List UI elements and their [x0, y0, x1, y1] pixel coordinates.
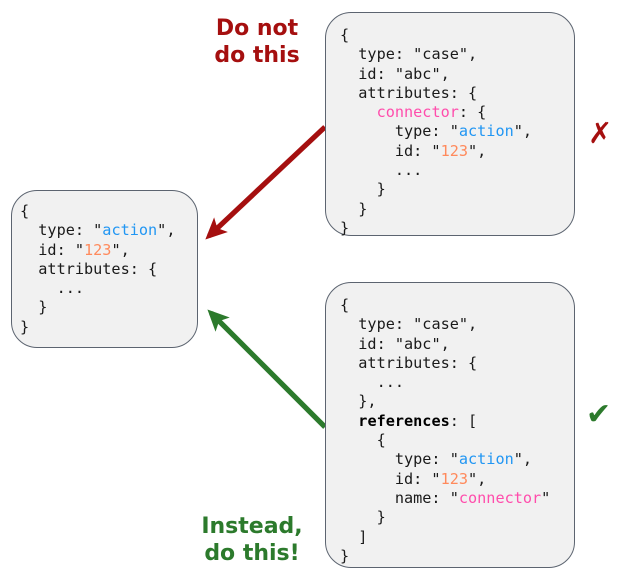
- referenced-object-card: { type: "action", id: "123", attributes:…: [11, 190, 198, 348]
- bad-example-code: { type: "case", id: "abc", attributes: {…: [340, 26, 533, 237]
- good-example-code: { type: "case", id: "abc", attributes: {…: [340, 296, 551, 565]
- check-mark-icon: ✔: [586, 397, 612, 432]
- bad-reference-arrow: [205, 125, 327, 240]
- instead-do-this-label: Instead, do this!: [201, 514, 303, 566]
- good-reference-arrow: [207, 309, 327, 429]
- cross-mark-icon: ✗: [588, 116, 613, 150]
- bad-example-card: { type: "case", id: "abc", attributes: {…: [325, 12, 575, 237]
- do-not-do-this-label: Do not do this: [214, 16, 300, 68]
- good-example-card: { type: "case", id: "abc", attributes: {…: [325, 282, 575, 568]
- referenced-object-code: { type: "action", id: "123", attributes:…: [20, 202, 176, 336]
